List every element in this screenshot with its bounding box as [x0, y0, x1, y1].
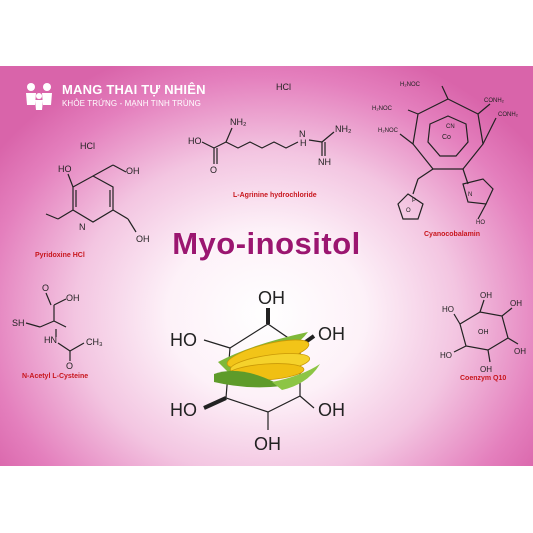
- brand-logo: MANG THAI TỰ NHIÊN KHỎE TRỨNG - MẠNH TIN…: [22, 80, 222, 114]
- svg-text:N: N: [79, 222, 86, 232]
- page-title: Myo-inositol: [172, 226, 361, 261]
- svg-text:NH: NH: [318, 157, 331, 167]
- pyridoxine-label: Pyridoxine HCl: [35, 252, 85, 259]
- svg-text:CH₃: CH₃: [86, 337, 103, 347]
- svg-text:OH: OH: [254, 434, 281, 454]
- svg-text:OH: OH: [258, 288, 285, 308]
- svg-text:SH: SH: [12, 318, 25, 328]
- svg-text:O: O: [406, 208, 411, 214]
- svg-text:H: H: [300, 138, 307, 148]
- svg-text:N: N: [299, 129, 306, 139]
- brand-tagline: KHỎE TRỨNG - MẠNH TINH TRÙNG: [62, 99, 201, 108]
- svg-text:OH: OH: [136, 234, 150, 244]
- svg-text:CONH₂: CONH₂: [484, 98, 505, 104]
- svg-text:CONH₂: CONH₂: [498, 112, 519, 118]
- poster-background: MANG THAI TỰ NHIÊN KHỎE TRỨNG - MẠNH TIN…: [0, 66, 533, 466]
- svg-text:O: O: [66, 361, 73, 371]
- svg-text:OH: OH: [480, 365, 492, 374]
- pyridoxine-salt: HCl: [80, 141, 95, 151]
- svg-text:OH: OH: [126, 166, 140, 176]
- svg-text:OH: OH: [478, 329, 489, 336]
- svg-text:OH: OH: [480, 291, 492, 300]
- pyridoxine-structure: HO OH N OH: [45, 164, 150, 244]
- svg-text:NH₂: NH₂: [335, 124, 352, 134]
- svg-text:HO: HO: [188, 136, 202, 146]
- cyanocobalamin-structure: H₂NOC CONH₂ H₂NOC CONH₂ H₂NOC Co CN OP N…: [372, 82, 519, 226]
- svg-text:HO: HO: [170, 330, 197, 350]
- arginine-structure: HO O NH₂ HN NH₂ NH: [188, 117, 352, 175]
- arginine-salt: HCl: [276, 82, 291, 92]
- svg-text:OH: OH: [318, 324, 345, 344]
- svg-text:P: P: [412, 198, 416, 204]
- family-logo-icon: [26, 83, 52, 110]
- coq10-label: Coenzym Q10: [460, 375, 507, 382]
- svg-text:OH: OH: [318, 400, 345, 420]
- svg-text:O: O: [42, 283, 49, 293]
- svg-text:N: N: [468, 192, 472, 198]
- brand-name: MANG THAI TỰ NHIÊN: [62, 82, 206, 97]
- svg-text:H₂NOC: H₂NOC: [378, 128, 399, 134]
- svg-text:HO: HO: [170, 400, 197, 420]
- cyanocobalamin-label: Cyanocobalamin: [424, 231, 481, 238]
- arginine-label: L-Agrinine hydrochloride: [233, 192, 317, 199]
- svg-text:HO: HO: [440, 351, 452, 360]
- svg-text:NH₂: NH₂: [230, 117, 247, 127]
- svg-text:HO: HO: [476, 220, 485, 226]
- nac-structure: SH OH O HN CH₃ O: [12, 283, 103, 371]
- svg-text:H₂NOC: H₂NOC: [372, 106, 393, 112]
- svg-text:HN: HN: [44, 335, 57, 345]
- svg-text:OH: OH: [510, 299, 522, 308]
- coq10-structure: HO OH OH OH OH HO OH: [440, 291, 526, 374]
- svg-text:CN: CN: [446, 124, 455, 130]
- svg-text:HO: HO: [58, 164, 72, 174]
- svg-text:H₂NOC: H₂NOC: [400, 82, 421, 88]
- svg-text:OH: OH: [66, 293, 80, 303]
- svg-text:O: O: [210, 165, 217, 175]
- myo-inositol-structure: OH HO OH HO OH OH: [170, 288, 345, 454]
- svg-text:HO: HO: [442, 305, 454, 314]
- svg-text:OH: OH: [514, 347, 526, 356]
- corn-icon: [214, 332, 320, 390]
- svg-text:Co: Co: [442, 134, 451, 141]
- nac-label: N-Acetyl L-Cysteine: [22, 373, 89, 380]
